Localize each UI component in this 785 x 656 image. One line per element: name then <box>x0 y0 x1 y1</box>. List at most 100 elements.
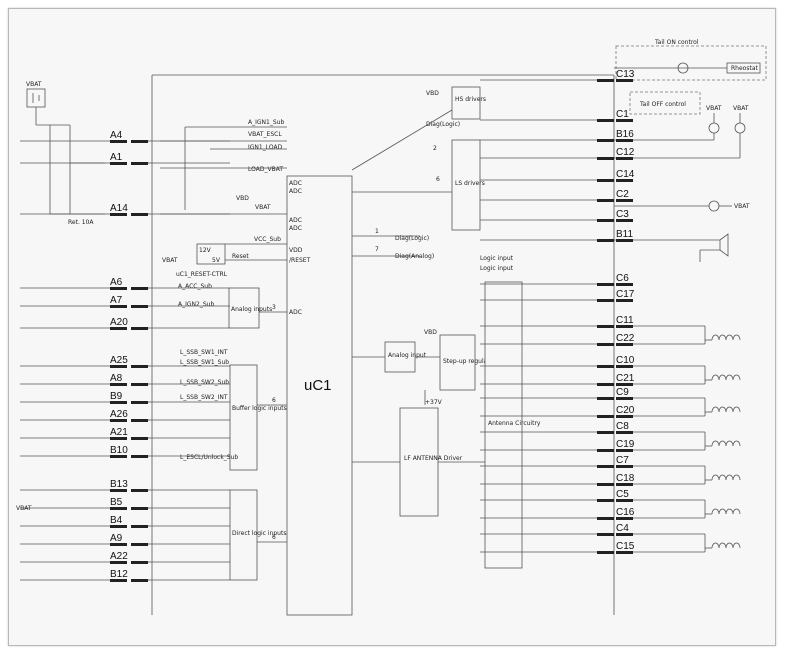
reset-ctrl: uC1_RESET-CTRL <box>176 271 228 278</box>
tail-on-box <box>615 45 767 81</box>
lamp1-vbat: VBAT <box>706 105 722 112</box>
pin-bar-outer <box>110 543 127 546</box>
pin-bar-outer <box>616 299 633 302</box>
right-pin-C19: C19 <box>480 439 635 452</box>
right-pin-label: C21 <box>616 373 635 384</box>
left-pin-label: A9 <box>110 533 123 544</box>
left-pin-B12: B12 <box>20 569 230 582</box>
pin-bar-outer <box>616 449 633 452</box>
right-pin-C3: C3 <box>480 209 633 222</box>
left-pin-A7: A7 <box>20 295 230 308</box>
right-pin-label: C2 <box>616 189 629 200</box>
right-pin-B16: B16 <box>480 129 634 142</box>
coil-turn <box>718 474 727 481</box>
antenna-block <box>484 281 523 569</box>
pin-bar-outer <box>616 239 633 242</box>
pin-bar-inner <box>597 533 614 536</box>
left-pin-A22: A22 <box>20 551 230 564</box>
coil-3 <box>633 397 741 417</box>
right-pin-label: C1 <box>616 109 629 120</box>
diag-logic: Diag(Logic) <box>395 235 429 242</box>
reg-vbat: VBAT <box>162 257 178 264</box>
right-pin-C18: C18 <box>480 473 635 486</box>
left-pin-label: A4 <box>110 130 123 141</box>
coil-turn <box>711 374 720 381</box>
pin-bar-outer <box>616 431 633 434</box>
coil-turn <box>732 374 741 381</box>
right-pin-C21: C21 <box>480 373 635 386</box>
pin-bar-inner <box>131 561 148 564</box>
pin-bar-outer <box>616 199 633 202</box>
pin-bar-inner <box>597 179 614 182</box>
pin-bar-outer <box>110 455 127 458</box>
pin-bar-inner <box>131 365 148 368</box>
pin-bar-inner <box>131 383 148 386</box>
left-connector: A4A1A14A6A7A20A25A8B9A26A21B10B13B5B4A9A… <box>20 130 230 582</box>
vbat-switch: VBAT <box>16 505 32 512</box>
right-pin-C1: C1 <box>480 109 633 122</box>
right-pin-C6: C6 <box>480 273 633 286</box>
coil-turn <box>732 542 741 549</box>
pin-bar-outer <box>110 305 127 308</box>
pin-bar-inner <box>131 162 148 165</box>
right-pin-C9: C9 <box>480 387 633 400</box>
left-pin-A6: A6 <box>20 277 230 290</box>
right-pin-label: C19 <box>616 439 635 450</box>
lamp3-vbat: VBAT <box>734 203 750 210</box>
logic-input-1: Logic input <box>480 255 514 262</box>
right-pin-label: C11 <box>616 315 634 326</box>
vcc-sub: VCC_Sub <box>254 236 281 243</box>
coil-turn <box>725 334 734 341</box>
pin-bar-inner <box>597 383 614 386</box>
diag-analog: Diag(Analog) <box>395 253 434 260</box>
right-pin-label: C7 <box>616 455 629 466</box>
pin-bar-outer <box>110 489 127 492</box>
analog-inputs-label: Analog inputs <box>231 306 272 313</box>
right-connector: C13C1B16C12C14C2C3B11C6C17C11C22C10C21C9… <box>480 69 635 554</box>
vbd-stepup: VBD <box>424 329 437 336</box>
pin-bar-inner <box>131 579 148 582</box>
left-pin-label: A14 <box>110 203 128 214</box>
pin-bar-outer <box>110 287 127 290</box>
coil-turn <box>732 440 741 447</box>
bus-6a: 6 <box>436 176 440 183</box>
right-pin-label: C15 <box>616 541 635 552</box>
pin-bar-outer <box>616 517 633 520</box>
coil-4 <box>633 431 741 451</box>
pin-bar-inner <box>597 551 614 554</box>
bus-6c: 6 <box>272 534 276 541</box>
hs-drivers-label: HS drivers <box>455 96 486 103</box>
right-pin-C15: C15 <box>480 541 635 554</box>
pin-bar-inner <box>597 431 614 434</box>
coil-turn <box>718 508 727 515</box>
pin-bar-inner <box>597 79 614 82</box>
pin-bar-outer <box>110 419 127 422</box>
left-pin-label: A20 <box>110 317 128 328</box>
pin-bar-outer <box>616 383 633 386</box>
left-pin-label: A8 <box>110 373 123 384</box>
coil-1 <box>633 325 741 345</box>
left-pin-A26: A26 <box>20 409 230 422</box>
lamp2-vbat: VBAT <box>733 105 749 112</box>
coil-turn <box>725 440 734 447</box>
buffer-logic-label: Buffer logic inputs <box>232 405 287 412</box>
pin-bar-inner <box>597 325 614 328</box>
pin-bar-inner <box>131 213 148 216</box>
l-escl-unlock-sub: L_ESCL/Unlock_Sub <box>180 454 238 461</box>
a-ign2-sub: A_IGN2_Sub <box>178 301 214 308</box>
pin-bar-inner <box>131 305 148 308</box>
coil-turn <box>725 374 734 381</box>
coil-turn <box>725 474 734 481</box>
right-pin-label: C14 <box>616 169 635 180</box>
adc-1: ADC <box>289 180 302 187</box>
pin-bar-outer <box>110 561 127 564</box>
right-pin-C22: C22 <box>480 333 635 346</box>
pin-bar-outer <box>616 179 633 182</box>
left-pin-label: A1 <box>110 152 123 163</box>
pin-bar-outer <box>110 579 127 582</box>
pin-bar-inner <box>597 139 614 142</box>
direct-logic-label: Direct logic inputs <box>232 530 286 537</box>
left-pin-A4: A4 <box>20 130 230 143</box>
pin-bar-outer <box>110 327 127 330</box>
coil-turn <box>725 508 734 515</box>
